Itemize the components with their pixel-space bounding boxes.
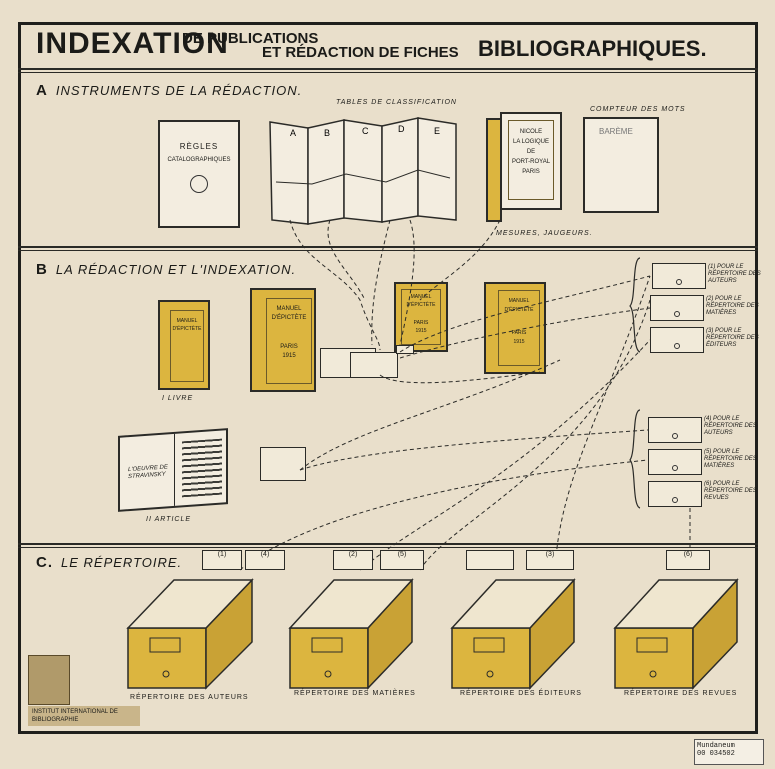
index-card-5 xyxy=(648,449,702,475)
repertoire-card-4: (4) xyxy=(245,550,285,570)
index-card-6 xyxy=(648,481,702,507)
index-card-1-label: (1) POUR LE RÉPERTOIRE DES AUTEURS xyxy=(708,264,761,284)
stamp-number: 00 034502 xyxy=(697,750,735,758)
index-card-1 xyxy=(652,263,706,289)
divider-header xyxy=(18,68,758,73)
institute-label: INSTITUT INTERNATIONAL DE BIBLIOGRAPHIE xyxy=(28,706,140,726)
bareme-label: BARÈME xyxy=(599,127,633,136)
repertoire-card-5: (5) xyxy=(380,550,424,570)
seal-icon xyxy=(190,175,208,193)
classification-tables: A B C D E xyxy=(269,117,457,225)
fiche-draft-card-2 xyxy=(350,352,398,378)
repertoire-card-1: (1) xyxy=(202,550,242,570)
table-col-c: C xyxy=(362,126,369,136)
article-label: II ARTICLE xyxy=(146,516,192,523)
repertoire-card-2: (2) xyxy=(333,550,373,570)
repertoire-card-blank xyxy=(466,550,514,570)
drawer-label-auteurs: RÉPERTOIRE DES AUTEURS xyxy=(130,694,249,701)
drawer-label-matieres: RÉPERTOIRE DES MATIÈRES xyxy=(294,690,416,697)
divider-a-b xyxy=(18,246,758,251)
index-card-4 xyxy=(648,417,702,443)
index-card-2-label: (2) POUR LE RÉPERTOIRE DES MATIÈRES xyxy=(706,296,759,316)
index-card-5-label: (5) POUR LE RÉPERTOIRE DES MATIÈRES xyxy=(704,449,757,469)
table-col-a: A xyxy=(290,128,296,138)
bareme-sheet: BARÈME xyxy=(583,117,659,213)
divider-b-c xyxy=(18,543,758,548)
title-end: BIBLIOGRAPHIQUES. xyxy=(478,36,707,61)
compteur-label: COMPTEUR DES MOTS xyxy=(590,106,686,113)
poster-frame xyxy=(18,22,758,734)
drawer-label-editeurs: RÉPERTOIRE DES ÉDITEURS xyxy=(460,690,582,697)
repertoire-card-3: (3) xyxy=(526,550,574,570)
article-fiche-card xyxy=(260,447,306,481)
title-main: INDEXATION xyxy=(36,27,229,60)
table-col-e: E xyxy=(434,126,440,136)
drawer-label-revues: RÉPERTOIRE DES REVUES xyxy=(624,690,738,697)
table-col-b: B xyxy=(324,128,330,138)
index-card-6-label: (6) POUR LE RÉPERTOIRE DES REVUES xyxy=(704,481,757,501)
title-line2: ET RÉDACTION DE FICHES xyxy=(262,44,459,61)
stamp-label: Mundaneum xyxy=(697,742,735,750)
section-c-heading: C.LE RÉPERTOIRE. xyxy=(36,554,183,571)
archive-stamp: Mundaneum 00 034502 xyxy=(694,739,764,765)
title-line1: DE PUBLICATIONS xyxy=(182,30,319,47)
repertoire-card-6: (6) xyxy=(666,550,710,570)
regles-subtitle: CATALOGRAPHIQUES xyxy=(167,157,231,163)
logique-cover: NICOLE LA LOGIQUE DE PORT-ROYAL PARIS xyxy=(508,120,554,200)
index-card-4-label: (4) POUR LE RÉPERTOIRE DES AUTEURS xyxy=(704,416,757,436)
logique-port-royal-book: NICOLE LA LOGIQUE DE PORT-ROYAL PARIS xyxy=(500,112,562,210)
mesures-label: MESURES, JAUGEURS. xyxy=(496,230,593,237)
tables-label: TABLES DE CLASSIFICATION xyxy=(336,99,457,106)
index-card-3-label: (3) POUR LE RÉPERTOIRE DES ÉDITEURS xyxy=(706,328,759,348)
livre-label: I LIVRE xyxy=(162,395,194,402)
table-col-d: D xyxy=(398,124,405,134)
regles-title: RÈGLES xyxy=(179,142,219,151)
index-card-2 xyxy=(650,295,704,321)
index-card-3 xyxy=(650,327,704,353)
institute-logo xyxy=(28,655,70,705)
small-slip xyxy=(396,345,414,354)
regles-catalographiques-book: RÈGLES CATALOGRAPHIQUES xyxy=(158,120,240,228)
